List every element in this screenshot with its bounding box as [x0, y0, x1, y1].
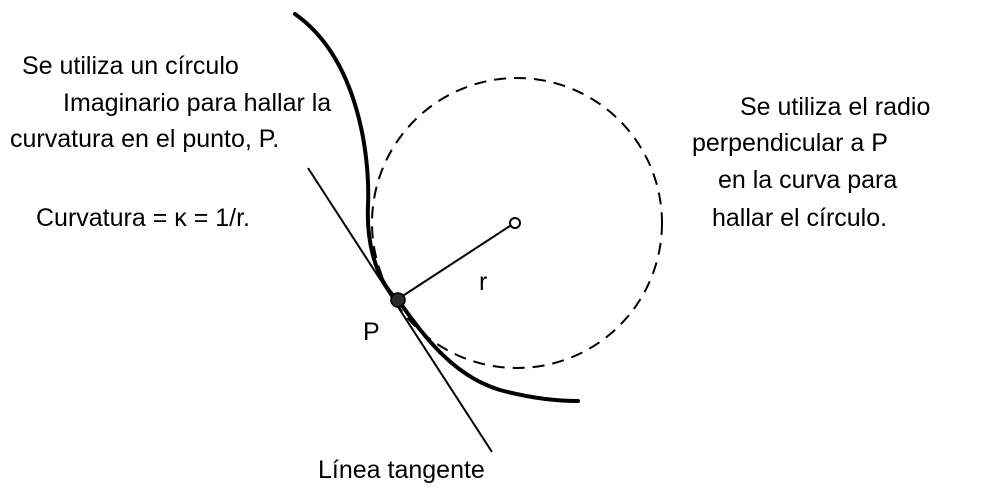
- osculating-circle: [371, 77, 663, 369]
- curve: [293, 12, 580, 403]
- point-p-label: P: [363, 318, 380, 346]
- right-note-line-1: Se utiliza el radio: [740, 93, 930, 121]
- point-p-marker: [390, 292, 406, 308]
- curvature-formula: Curvatura = κ = 1/r.: [36, 204, 250, 232]
- circle-center-marker: [509, 217, 521, 229]
- left-note-line-3: curvatura en el punto, P.: [10, 125, 279, 153]
- left-note-line-2: Imaginario para hallar la: [63, 89, 331, 117]
- right-note-line-3: en la curva para: [718, 166, 897, 194]
- right-note-line-4: hallar el círculo.: [712, 204, 887, 232]
- radius-label: r: [479, 268, 487, 296]
- radius-line: [397, 223, 514, 300]
- tangent-line-label: Línea tangente: [318, 456, 485, 484]
- left-note-line-1: Se utiliza un círculo: [22, 52, 239, 80]
- right-note-line-2: perpendicular a P: [692, 129, 888, 157]
- tangent-line: [307, 167, 493, 453]
